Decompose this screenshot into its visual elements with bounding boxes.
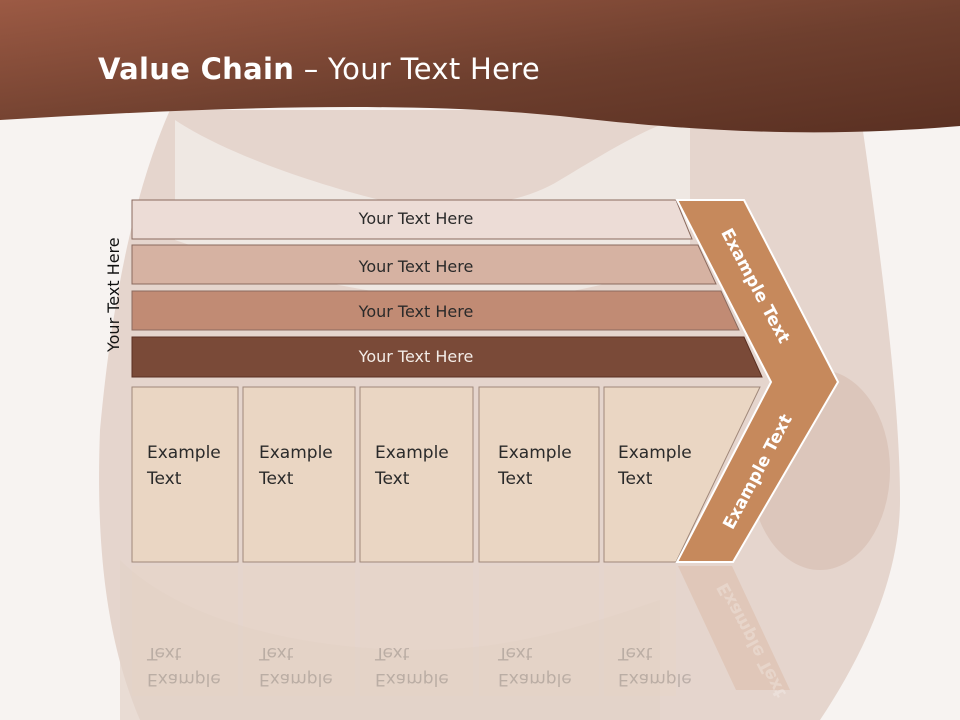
- box-2-reflection: Example Text: [259, 640, 349, 692]
- box-3-reflection-line2: Text: [375, 643, 410, 663]
- box-4-line1: Example: [498, 443, 572, 463]
- bar-3: [131, 290, 740, 331]
- box-3-line2: Text: [375, 469, 410, 489]
- header-band: [0, 0, 960, 133]
- box-3: [359, 386, 474, 563]
- box-5-reflection-line2: Text: [618, 643, 653, 663]
- boxes-reflection: [132, 566, 790, 696]
- bar-4: [131, 336, 763, 378]
- box-3-reflection-line1: Example: [375, 669, 449, 689]
- box-2: [242, 386, 356, 563]
- box-4-reflection: Example Text: [498, 640, 588, 692]
- box-5-reflection-line1: Example: [618, 669, 692, 689]
- box-5-line1: Example: [618, 443, 692, 463]
- box-2-reflection-line1: Example: [259, 669, 333, 689]
- box-2-text: Example Text: [259, 440, 349, 492]
- bar-4-label: Your Text Here: [358, 347, 474, 366]
- box-1-reflection: Example Text: [147, 640, 237, 692]
- box-4-line2: Text: [498, 469, 533, 489]
- box-3-reflection: Example Text: [375, 640, 465, 692]
- bar-2-label: Your Text Here: [358, 257, 474, 276]
- box-1-line1: Example: [147, 443, 221, 463]
- bar-1-label: Your Text Here: [358, 209, 474, 228]
- box-2-line2: Text: [259, 469, 294, 489]
- bar-2: [131, 244, 717, 285]
- title-bold: Value Chain: [98, 52, 295, 86]
- box-4-reflection-line2: Text: [498, 643, 533, 663]
- box-5-reflection: Example Text: [618, 640, 708, 692]
- box-1-line2: Text: [147, 469, 182, 489]
- box-1-reflection-line2: Text: [147, 643, 182, 663]
- box-4: [478, 386, 600, 563]
- box-4-text: Example Text: [498, 440, 588, 492]
- box-5-line2: Text: [618, 469, 653, 489]
- box-3-line1: Example: [375, 443, 449, 463]
- title-rest: – Your Text Here: [294, 52, 540, 86]
- bar-1: [131, 199, 693, 240]
- box-2-reflection-line2: Text: [259, 643, 294, 663]
- chevron-arrow: [675, 199, 840, 563]
- box-1-reflection-line1: Example: [147, 669, 221, 689]
- box-3-text: Example Text: [375, 440, 465, 492]
- box-4-reflection-line1: Example: [498, 669, 572, 689]
- box-5-text: Example Text: [618, 440, 708, 492]
- box-1: [131, 386, 239, 563]
- bar-3-label: Your Text Here: [358, 302, 474, 321]
- box-2-line1: Example: [259, 443, 333, 463]
- box-1-text: Example Text: [147, 440, 237, 492]
- slide-title: Value Chain – Your Text Here: [98, 52, 540, 86]
